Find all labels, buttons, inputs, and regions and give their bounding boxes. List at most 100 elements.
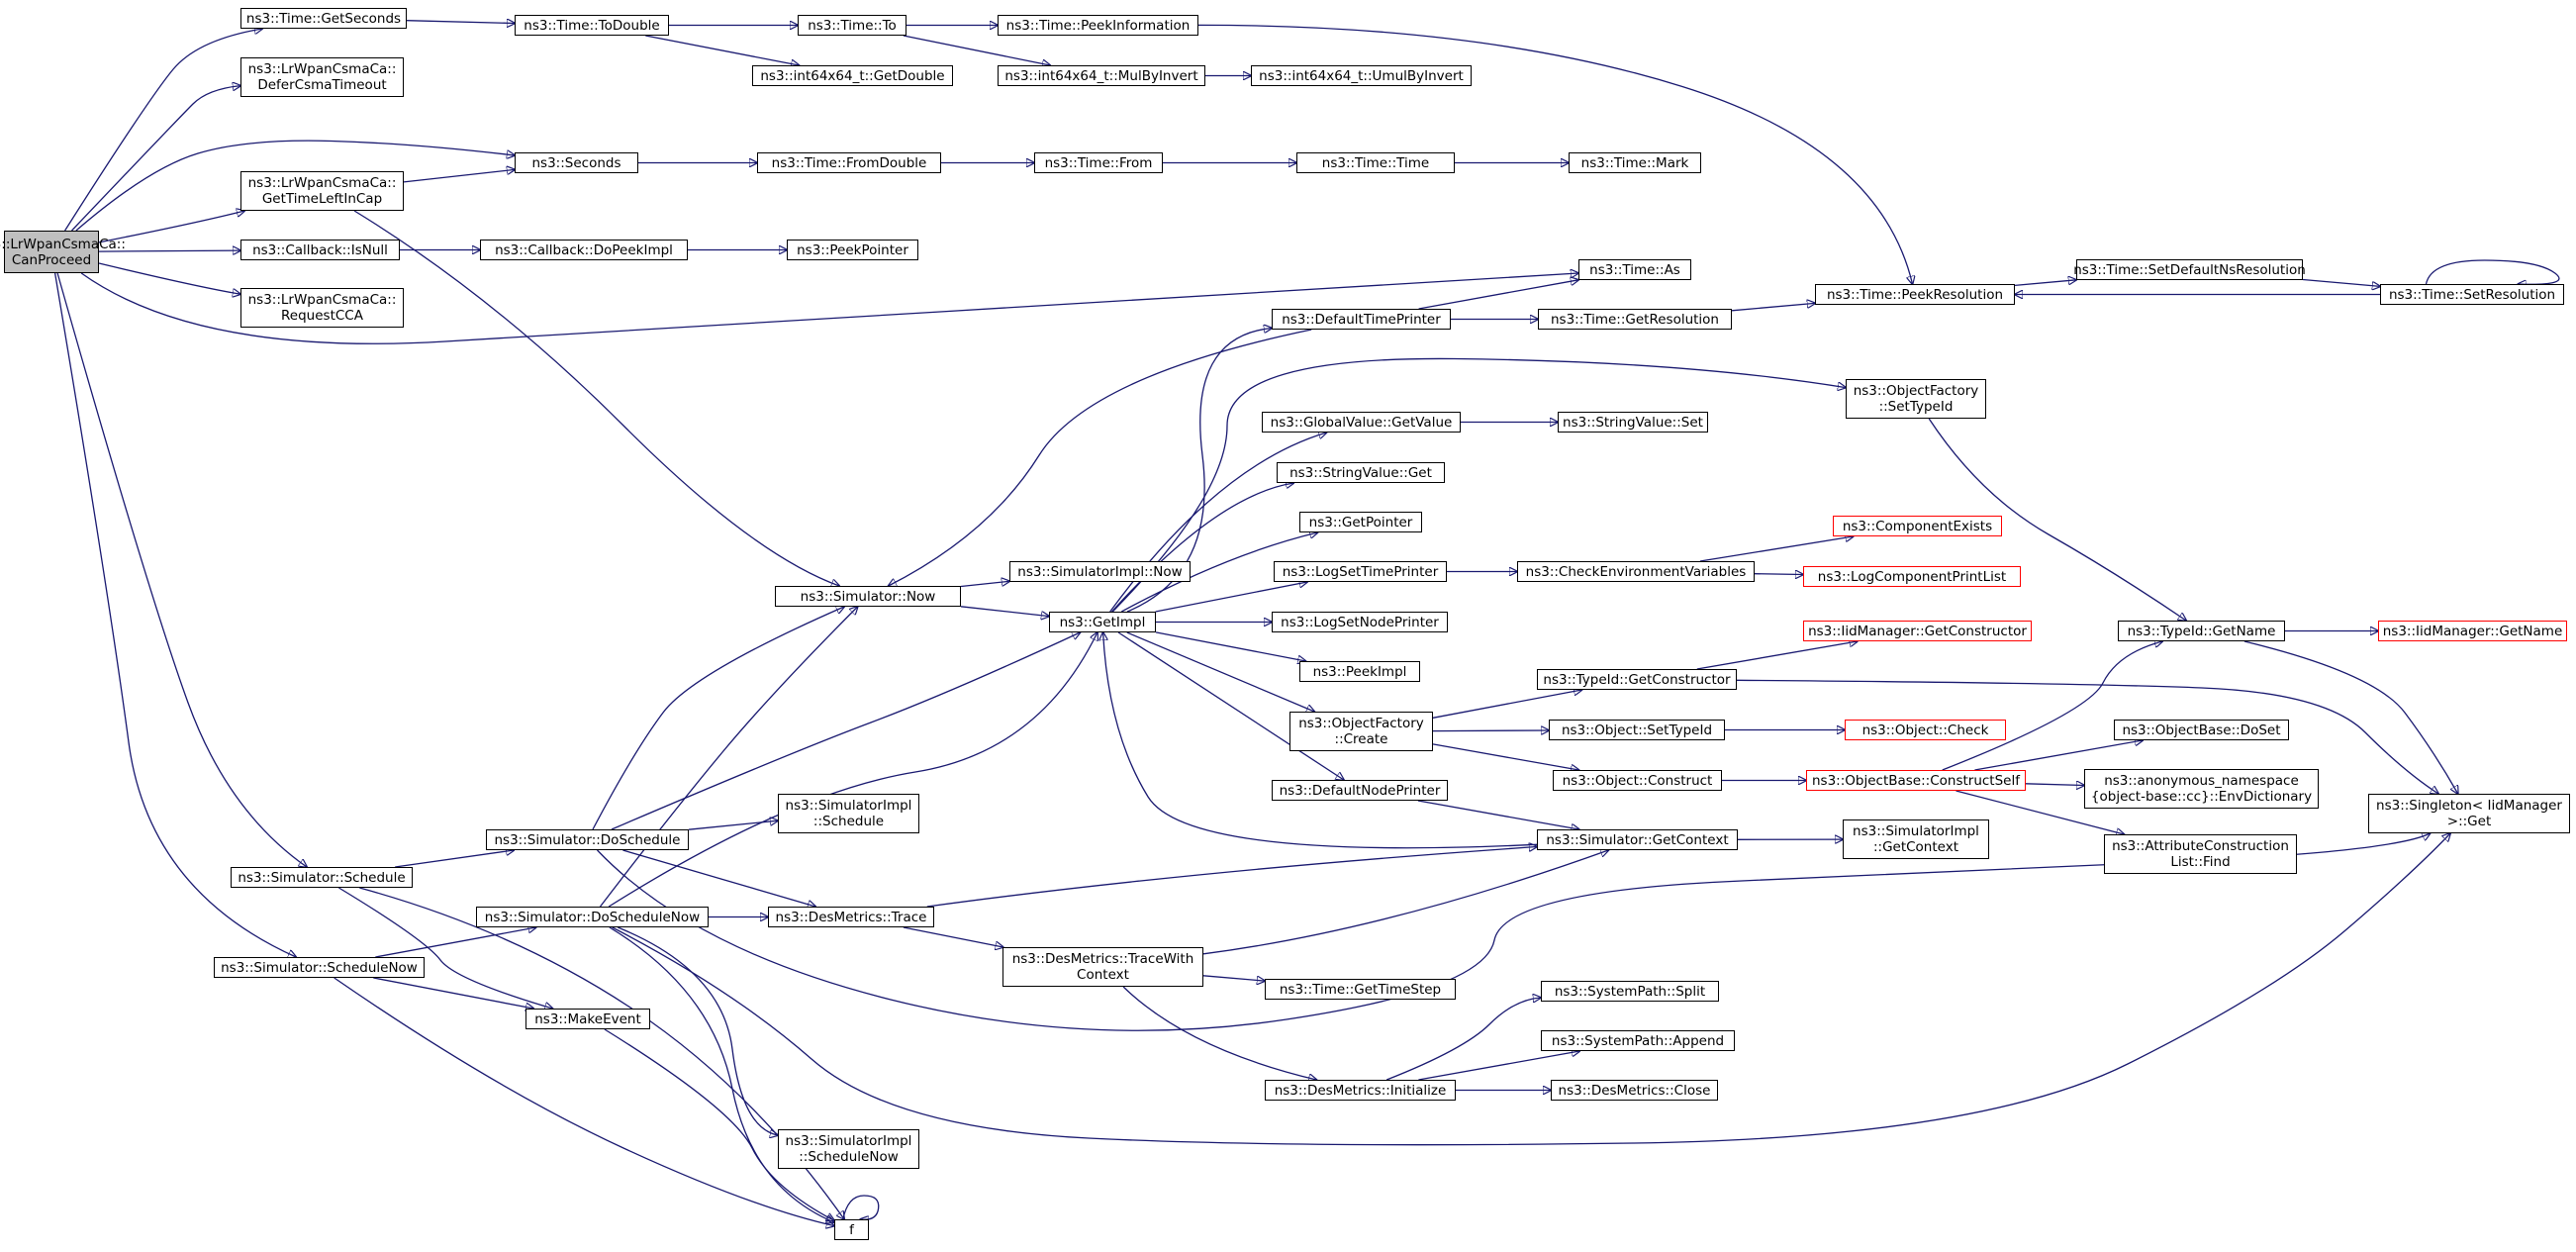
edge-constructself-to-envdict — [2026, 784, 2084, 786]
node-svset[interactable]: ns3::StringValue::Set — [1558, 412, 1708, 433]
node-label: ns3::Simulator::Schedule — [238, 870, 405, 886]
node-doschedule[interactable]: ns3::Simulator::DoSchedule — [486, 829, 689, 850]
node-label: ns3::GlobalValue::GetValue — [1271, 415, 1453, 431]
node-to[interactable]: ns3::Time::To — [798, 15, 906, 36]
node-simimplsched[interactable]: ns3::SimulatorImpl::Schedule — [778, 794, 919, 833]
node-logcomplist[interactable]: ns3::LogComponentPrintList — [1803, 566, 2021, 587]
node-doschedulenow[interactable]: ns3::Simulator::DoScheduleNow — [476, 907, 709, 927]
node-label: ns3::anonymous_namespace — [2104, 773, 2299, 789]
node-gvgetvalue[interactable]: ns3::GlobalValue::GetValue — [1262, 412, 1461, 433]
node-isnull[interactable]: ns3::Callback::IsNull — [240, 240, 400, 260]
node-setdefaultns[interactable]: ns3::Time::SetDefaultNsResolution — [2076, 259, 2303, 280]
node-peekimpl[interactable]: ns3::PeekImpl — [1299, 661, 1420, 682]
node-label: ns3::LrWpanCsmaCa:: — [0, 237, 126, 252]
node-label: ns3::Time::SetDefaultNsResolution — [2073, 262, 2306, 278]
node-defercsma[interactable]: ns3::LrWpanCsmaCa::DeferCsmaTimeout — [240, 57, 404, 97]
edge-destracectx-to-simgetctx — [1203, 850, 1608, 954]
node-compexists[interactable]: ns3::ComponentExists — [1833, 516, 2002, 536]
node-singletonget[interactable]: ns3::Singleton< IidManager>::Get — [2368, 794, 2570, 833]
edge-schedule-to-f — [359, 888, 844, 1219]
node-objcheck[interactable]: ns3::Object::Check — [1845, 720, 2006, 740]
node-fromdouble[interactable]: ns3::Time::FromDouble — [757, 152, 941, 173]
node-svget[interactable]: ns3::StringValue::Get — [1277, 462, 1445, 483]
node-desclose[interactable]: ns3::DesMetrics::Close — [1551, 1080, 1718, 1101]
node-label: ns3::LogComponentPrintList — [1818, 569, 2006, 585]
node-getresolution[interactable]: ns3::Time::GetResolution — [1538, 309, 1732, 330]
node-checkenv[interactable]: ns3::CheckEnvironmentVariables — [1517, 561, 1755, 582]
node-schedule[interactable]: ns3::Simulator::Schedule — [231, 867, 413, 888]
node-getdouble[interactable]: ns3::int64x64_t::GetDouble — [752, 65, 953, 86]
node-iidgetctor[interactable]: ns3::IidManager::GetConstructor — [1803, 621, 2032, 641]
node-getimpl[interactable]: ns3::GetImpl — [1049, 612, 1156, 632]
node-simimplnow[interactable]: ns3::SimulatorImpl::Now — [1009, 561, 1191, 582]
node-gettimeleft[interactable]: ns3::LrWpanCsmaCa::GetTimeLeftInCap — [240, 171, 404, 211]
node-logsetnode[interactable]: ns3::LogSetNodePrinter — [1272, 612, 1448, 632]
node-ofcreate[interactable]: ns3::ObjectFactory::Create — [1289, 712, 1433, 751]
node-schedulenow[interactable]: ns3::Simulator::ScheduleNow — [214, 957, 425, 978]
node-peekres[interactable]: ns3::Time::PeekResolution — [1815, 284, 2015, 305]
node-iidgetname[interactable]: ns3::IidManager::GetName — [2378, 621, 2567, 641]
edge-root-to-schedulenow — [55, 273, 297, 957]
node-from[interactable]: ns3::Time::From — [1034, 152, 1163, 173]
node-envdict[interactable]: ns3::anonymous_namespace{object-base::cc… — [2084, 769, 2319, 809]
edge-defnodeprinter-to-simgetctx — [1418, 801, 1579, 829]
node-getseconds[interactable]: ns3::Time::GetSeconds — [240, 8, 407, 29]
node-requestcca[interactable]: ns3::LrWpanCsmaCa::RequestCCA — [240, 288, 404, 328]
node-peekpointer[interactable]: ns3::PeekPointer — [787, 240, 918, 260]
node-label: ns3::Time::GetResolution — [1551, 312, 1719, 328]
node-label: ns3::LrWpanCsmaCa:: — [248, 61, 397, 77]
node-seconds[interactable]: ns3::Seconds — [515, 152, 638, 173]
node-desinit[interactable]: ns3::DesMetrics::Initialize — [1265, 1080, 1456, 1101]
node-objconstruct[interactable]: ns3::Object::Construct — [1553, 770, 1722, 791]
node-todouble[interactable]: ns3::Time::ToDouble — [515, 15, 669, 36]
node-timetime[interactable]: ns3::Time::Time — [1296, 152, 1455, 173]
node-label: ns3::SimulatorImpl — [1853, 823, 1979, 839]
node-dopeekimpl[interactable]: ns3::Callback::DoPeekImpl — [480, 240, 688, 260]
edge-ofcreate-to-typeidgetctor — [1433, 690, 1581, 718]
node-gettimestep[interactable]: ns3::Time::GetTimeStep — [1265, 979, 1456, 1000]
node-label: ns3::Time::ToDouble — [524, 18, 659, 34]
edge-getseconds-to-todouble — [407, 21, 515, 24]
node-makeevent[interactable]: ns3::MakeEvent — [525, 1009, 650, 1029]
node-append[interactable]: ns3::SystemPath::Append — [1541, 1030, 1735, 1051]
node-simimplgetctx[interactable]: ns3::SimulatorImpl::GetContext — [1843, 819, 1989, 859]
node-destrace[interactable]: ns3::DesMetrics::Trace — [768, 907, 934, 927]
node-label: ns3::CheckEnvironmentVariables — [1526, 564, 1747, 580]
node-f[interactable]: f — [834, 1219, 869, 1240]
edge-setdefaultns-to-setres — [2303, 280, 2380, 287]
node-simgetctx[interactable]: ns3::Simulator::GetContext — [1537, 829, 1738, 850]
edge-doschedule-to-destrace — [622, 850, 815, 907]
node-deftimeprinter[interactable]: ns3::DefaultTimePrinter — [1272, 309, 1451, 330]
edge-doschedulenow-to-simimplschednow — [618, 927, 778, 1135]
node-umulbyinv[interactable]: ns3::int64x64_t::UmulByInvert — [1251, 65, 1472, 86]
node-simimplschednow[interactable]: ns3::SimulatorImpl::ScheduleNow — [778, 1129, 919, 1169]
node-ofsettypeid[interactable]: ns3::ObjectFactory::SetTypeId — [1846, 379, 1986, 419]
node-typeidgetname[interactable]: ns3::TypeId::GetName — [2118, 621, 2285, 641]
node-as[interactable]: ns3::Time::As — [1578, 259, 1691, 280]
edge-todouble-to-getdouble — [645, 36, 799, 65]
node-mulbyinv[interactable]: ns3::int64x64_t::MulByInvert — [998, 65, 1205, 86]
node-label: List::Find — [2170, 854, 2230, 870]
node-split[interactable]: ns3::SystemPath::Split — [1541, 981, 1719, 1002]
node-label: RequestCCA — [281, 308, 363, 324]
node-label: ns3::SimulatorImpl — [786, 1133, 912, 1149]
node-objsettypeid[interactable]: ns3::Object::SetTypeId — [1549, 720, 1725, 740]
node-objbasedoset[interactable]: ns3::ObjectBase::DoSet — [2114, 720, 2289, 740]
node-mark[interactable]: ns3::Time::Mark — [1569, 152, 1701, 173]
node-typeidgetctor[interactable]: ns3::TypeId::GetConstructor — [1537, 669, 1737, 690]
node-logsettime[interactable]: ns3::LogSetTimePrinter — [1274, 561, 1447, 582]
node-getpointer[interactable]: ns3::GetPointer — [1299, 512, 1422, 532]
node-setres[interactable]: ns3::Time::SetResolution — [2380, 284, 2564, 305]
node-simnow[interactable]: ns3::Simulator::Now — [775, 586, 961, 607]
node-constructself[interactable]: ns3::ObjectBase::ConstructSelf — [1806, 770, 2026, 791]
node-label: DeferCsmaTimeout — [257, 77, 386, 93]
node-defnodeprinter[interactable]: ns3::DefaultNodePrinter — [1272, 780, 1448, 801]
edge-root-to-defercsma — [72, 86, 241, 231]
node-label: ns3::SimulatorImpl::Now — [1017, 564, 1182, 580]
node-peekinfo[interactable]: ns3::Time::PeekInformation — [998, 15, 1198, 36]
node-label: ns3::DesMetrics::Initialize — [1275, 1083, 1447, 1099]
edge-destrace-to-destracectx — [904, 927, 1003, 947]
node-label: ns3::LrWpanCsmaCa:: — [248, 175, 397, 191]
